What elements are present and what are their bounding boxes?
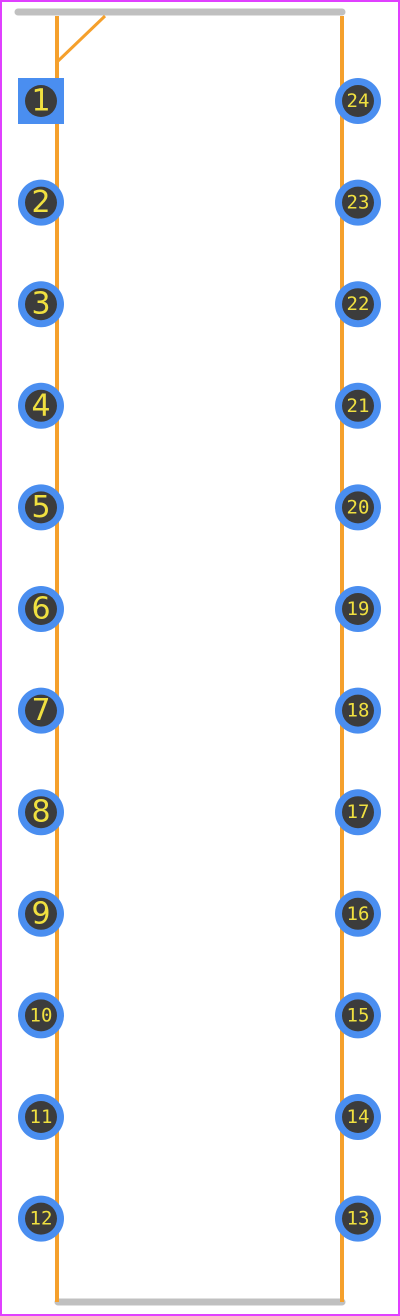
pin1-marker	[55, 14, 107, 64]
drill-hole-24	[342, 85, 374, 117]
drill-hole-1	[25, 85, 57, 117]
pin-number-8: 8	[31, 795, 50, 830]
drill-hole-8	[25, 796, 57, 829]
drill-hole-23	[342, 186, 374, 219]
drill-hole-2	[25, 186, 57, 219]
pin-number-19: 19	[347, 598, 370, 620]
pin-number-22: 22	[347, 293, 370, 315]
pin-number-20: 20	[347, 496, 370, 518]
drill-hole-7	[25, 694, 57, 727]
pin-number-2: 2	[31, 185, 50, 220]
drill-hole-15	[342, 999, 374, 1032]
pin-number-15: 15	[347, 1004, 370, 1026]
pin-number-3: 3	[31, 287, 50, 322]
pin-number-9: 9	[31, 896, 50, 931]
drill-hole-22	[342, 288, 374, 321]
pin-number-1: 1	[31, 84, 50, 119]
drill-hole-14	[342, 1101, 374, 1133]
drill-hole-19	[342, 593, 374, 625]
pin-number-11: 11	[30, 1106, 53, 1128]
pin-number-14: 14	[347, 1106, 370, 1128]
pin-number-5: 5	[31, 490, 50, 525]
pin-number-7: 7	[31, 693, 50, 728]
pin-number-17: 17	[347, 801, 370, 823]
drill-hole-21	[342, 389, 374, 422]
pin-number-21: 21	[347, 395, 370, 417]
pin-number-18: 18	[347, 700, 370, 722]
pads-right: 24 23 22 21 20 19 18 17 16 15 14 13	[335, 78, 381, 1242]
drill-hole-17	[342, 796, 374, 829]
drill-hole-12	[25, 1202, 57, 1235]
pin-number-13: 13	[347, 1208, 370, 1230]
drill-hole-5	[25, 491, 57, 524]
drill-hole-13	[342, 1202, 374, 1235]
drill-hole-4	[25, 389, 57, 422]
pin-number-10: 10	[30, 1004, 53, 1026]
drill-hole-18	[342, 694, 374, 727]
drill-hole-10	[25, 999, 57, 1032]
drill-hole-11	[25, 1101, 57, 1133]
pin-number-4: 4	[31, 388, 50, 423]
pin-number-24: 24	[347, 90, 370, 112]
drill-hole-16	[342, 897, 374, 930]
drill-hole-6	[25, 593, 57, 625]
pin-number-16: 16	[347, 903, 370, 925]
pin-number-12: 12	[30, 1208, 53, 1230]
drill-hole-3	[25, 288, 57, 321]
drill-hole-20	[342, 491, 374, 524]
pin-number-23: 23	[347, 192, 370, 214]
drill-hole-9	[25, 897, 57, 930]
pin-number-6: 6	[31, 592, 50, 627]
